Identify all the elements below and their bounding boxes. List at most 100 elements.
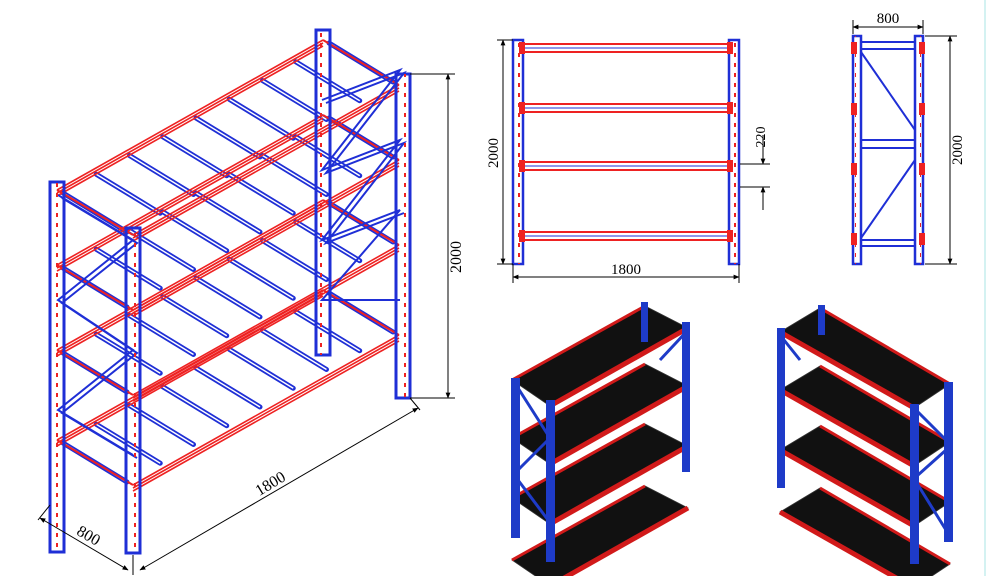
render-left-deck-front-beam bbox=[548, 443, 690, 527]
side-dim-depth-label: 800 bbox=[877, 11, 900, 27]
iso-beam-line bbox=[56, 39, 324, 191]
iso-slat-highlight bbox=[228, 98, 294, 139]
front-beam-connector bbox=[727, 42, 733, 54]
iso-slat-highlight bbox=[195, 117, 261, 158]
iso-beam-line bbox=[56, 199, 324, 351]
render-right-deck-back-beam bbox=[819, 364, 951, 444]
front-elevation-view: 2000 1800 220 bbox=[486, 38, 770, 283]
isometric-dimensions bbox=[37, 73, 455, 575]
iso-beam-line bbox=[56, 120, 324, 272]
render-right-deck-front-beam bbox=[778, 387, 916, 469]
render-left-upright-back-right bbox=[682, 322, 690, 472]
iso-beam-line bbox=[132, 334, 400, 486]
render-right-upright-back-left bbox=[777, 328, 785, 488]
iso-slat-highlight bbox=[162, 296, 228, 337]
render-left-deck-back-beam bbox=[511, 422, 646, 500]
iso-beam-line bbox=[56, 289, 324, 441]
iso-slat-highlight bbox=[295, 311, 361, 352]
iso-beam-line bbox=[132, 90, 400, 242]
side-elevation-view: 800 2000 bbox=[851, 11, 966, 266]
iso-beam-line bbox=[56, 205, 324, 357]
side-braces bbox=[860, 41, 916, 247]
iso-slat-highlight bbox=[162, 136, 228, 177]
iso-slat-highlight bbox=[162, 211, 228, 252]
render-left-deck-back-beam bbox=[511, 304, 646, 382]
render-left-braces bbox=[516, 328, 690, 521]
render-view-left bbox=[511, 302, 690, 576]
side-beam-ends bbox=[851, 42, 925, 245]
iso-side-beam bbox=[322, 39, 400, 86]
iso-beam-line bbox=[56, 292, 324, 444]
side-dimensions bbox=[852, 20, 957, 265]
iso-beam-line bbox=[132, 337, 400, 489]
render-right-deck-front-beam bbox=[778, 329, 916, 411]
iso-beam-line bbox=[56, 114, 324, 266]
front-dimensions bbox=[497, 39, 770, 283]
front-dim-spacing-label: 220 bbox=[754, 127, 769, 148]
iso-slat-highlight bbox=[95, 248, 161, 289]
render-right-decks bbox=[778, 306, 951, 576]
render-left-deck-front-beam bbox=[548, 383, 690, 467]
iso-beam-line bbox=[56, 45, 324, 197]
iso-slat-highlight bbox=[228, 348, 294, 389]
isometric-view: 2000 1800 800 bbox=[37, 28, 465, 575]
front-beam-connector bbox=[519, 102, 525, 114]
front-dim-width-label: 1800 bbox=[611, 262, 641, 278]
front-beam-connector bbox=[519, 230, 525, 242]
iso-slat-highlight bbox=[95, 423, 161, 464]
iso-beam-line bbox=[132, 244, 400, 396]
render-left-upright-front-left bbox=[511, 378, 520, 538]
iso-side-beam bbox=[56, 349, 134, 396]
front-beam-connector bbox=[519, 160, 525, 172]
iso-slat-highlight bbox=[129, 154, 194, 196]
front-beam-connector bbox=[519, 42, 525, 54]
render-left-deck-back-beam bbox=[511, 484, 646, 562]
iso-beam-line bbox=[132, 165, 400, 317]
render-right-braces bbox=[778, 334, 948, 531]
iso-slat-highlight bbox=[195, 277, 261, 318]
iso-beam-line bbox=[56, 42, 324, 194]
iso-slat-highlight bbox=[95, 173, 161, 214]
render-left-upright-front-right bbox=[546, 400, 555, 562]
render-right-deck-back-beam bbox=[819, 424, 951, 504]
iso-side-beam bbox=[56, 439, 134, 486]
render-right-upright-front-right bbox=[944, 382, 953, 542]
render-right-deck-back-beam bbox=[819, 306, 951, 386]
render-right-deck-back-beam bbox=[819, 486, 951, 566]
iso-beam-line bbox=[132, 84, 400, 236]
render-right-upright-front-left bbox=[910, 404, 919, 564]
render-left-deck-front-beam bbox=[562, 505, 690, 576]
front-beams bbox=[519, 42, 733, 242]
iso-slat-highlight bbox=[262, 329, 327, 371]
render-right-deck-front-beam bbox=[778, 447, 916, 529]
iso-dim-height-label: 2000 bbox=[448, 241, 465, 273]
front-beam-connector bbox=[727, 102, 733, 114]
iso-slat-highlight bbox=[195, 192, 261, 233]
render-view-right bbox=[777, 305, 953, 576]
front-beam-connector bbox=[727, 160, 733, 172]
iso-slat-highlight bbox=[228, 173, 294, 214]
iso-beam-line bbox=[132, 340, 400, 492]
render-right-upright-back-right bbox=[818, 305, 825, 335]
iso-slat-highlight bbox=[162, 386, 228, 427]
render-left-deck-back-beam bbox=[511, 362, 646, 440]
iso-side-beam bbox=[56, 189, 134, 236]
front-dim-height-label: 2000 bbox=[486, 138, 502, 168]
iso-slat-highlight bbox=[228, 258, 294, 299]
iso-side-beam bbox=[322, 114, 400, 161]
render-left-deck-front-beam bbox=[548, 325, 690, 409]
render-left-decks bbox=[511, 304, 690, 576]
iso-side-beam bbox=[56, 264, 134, 311]
front-beam-connector bbox=[727, 230, 733, 242]
iso-beam-line bbox=[56, 117, 324, 269]
iso-dim-width-label: 1800 bbox=[253, 469, 289, 500]
iso-slat-highlight bbox=[295, 61, 361, 102]
render-left-upright-back-left bbox=[641, 302, 648, 342]
iso-beam-line bbox=[56, 295, 324, 447]
iso-beam-line bbox=[132, 87, 400, 239]
iso-side-beam bbox=[322, 289, 400, 336]
render-right-deck-front-beam bbox=[778, 509, 898, 576]
iso-slat-highlight bbox=[195, 367, 261, 408]
side-dim-height-label: 2000 bbox=[950, 135, 966, 165]
